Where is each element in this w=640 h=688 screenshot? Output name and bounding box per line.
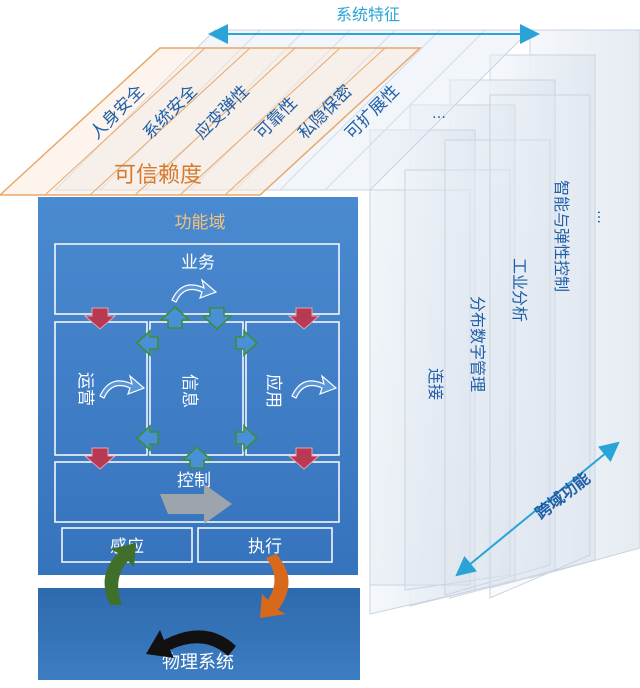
crosscutting-label: … [594, 210, 610, 224]
green-up-arrow-icon [180, 445, 214, 469]
glass-side [489, 94, 591, 599]
control-domain-label: 控制 [177, 471, 211, 491]
information-domain-label: 信息 [179, 374, 199, 408]
green-left-arrow-icon [135, 329, 159, 357]
trustworthiness-plane [0, 47, 422, 196]
crosscutting-arrow [455, 441, 620, 577]
application-domain-label: 应用 [263, 374, 283, 408]
application-domain-box [245, 321, 340, 456]
crosscutting-label: 分布数字管理 [468, 296, 487, 392]
actuation-domain-label: 执行 [248, 537, 282, 557]
functional-domain: 功能域 业务 运营 信息 应用 控制 感应 执行 [38, 197, 358, 575]
crosscutting-label: 工业分析 [510, 258, 529, 322]
red-down-arrow-icon [287, 307, 321, 330]
orange-actuation-arrow-icon [260, 554, 289, 618]
characteristic-label: … [432, 106, 446, 122]
crosscutting-label: 智能与弹性控制 [552, 180, 571, 292]
dark-green-sensing-arrow-icon [104, 543, 136, 605]
green-up-arrow-icon [158, 305, 192, 329]
control-arrow-icon [160, 484, 232, 524]
physical-system-label: 物理系统 [162, 652, 234, 673]
green-right-arrow-icon [235, 329, 259, 357]
crosscutting-labels: 连接 分布数字管理 工业分析 智能与弹性控制 … [426, 180, 610, 400]
physical-system: 物理系统 [38, 588, 360, 680]
green-left-arrow-icon [135, 424, 159, 452]
actuation-domain-box [197, 527, 333, 563]
crosscutting-label: 连接 [426, 368, 445, 400]
functional-domain-title: 功能域 [175, 213, 226, 233]
red-down-arrow-icon [83, 447, 117, 470]
business-domain-box [54, 243, 340, 315]
operations-domain-label: 运营 [75, 372, 95, 406]
business-domain-label: 业务 [181, 253, 215, 273]
green-down-arrow-icon [200, 307, 234, 331]
red-down-arrow-icon [287, 447, 321, 470]
operations-cycle-icon [99, 374, 146, 399]
business-cycle-icon [171, 278, 218, 303]
system-characteristics-title: 系统特征 [336, 5, 400, 24]
application-cycle-icon [291, 374, 338, 399]
green-right-arrow-icon [235, 424, 259, 452]
red-down-arrow-icon [83, 307, 117, 330]
black-feedback-arrow-icon [146, 630, 236, 658]
trustworthiness-label: 可信赖度 [114, 163, 202, 188]
